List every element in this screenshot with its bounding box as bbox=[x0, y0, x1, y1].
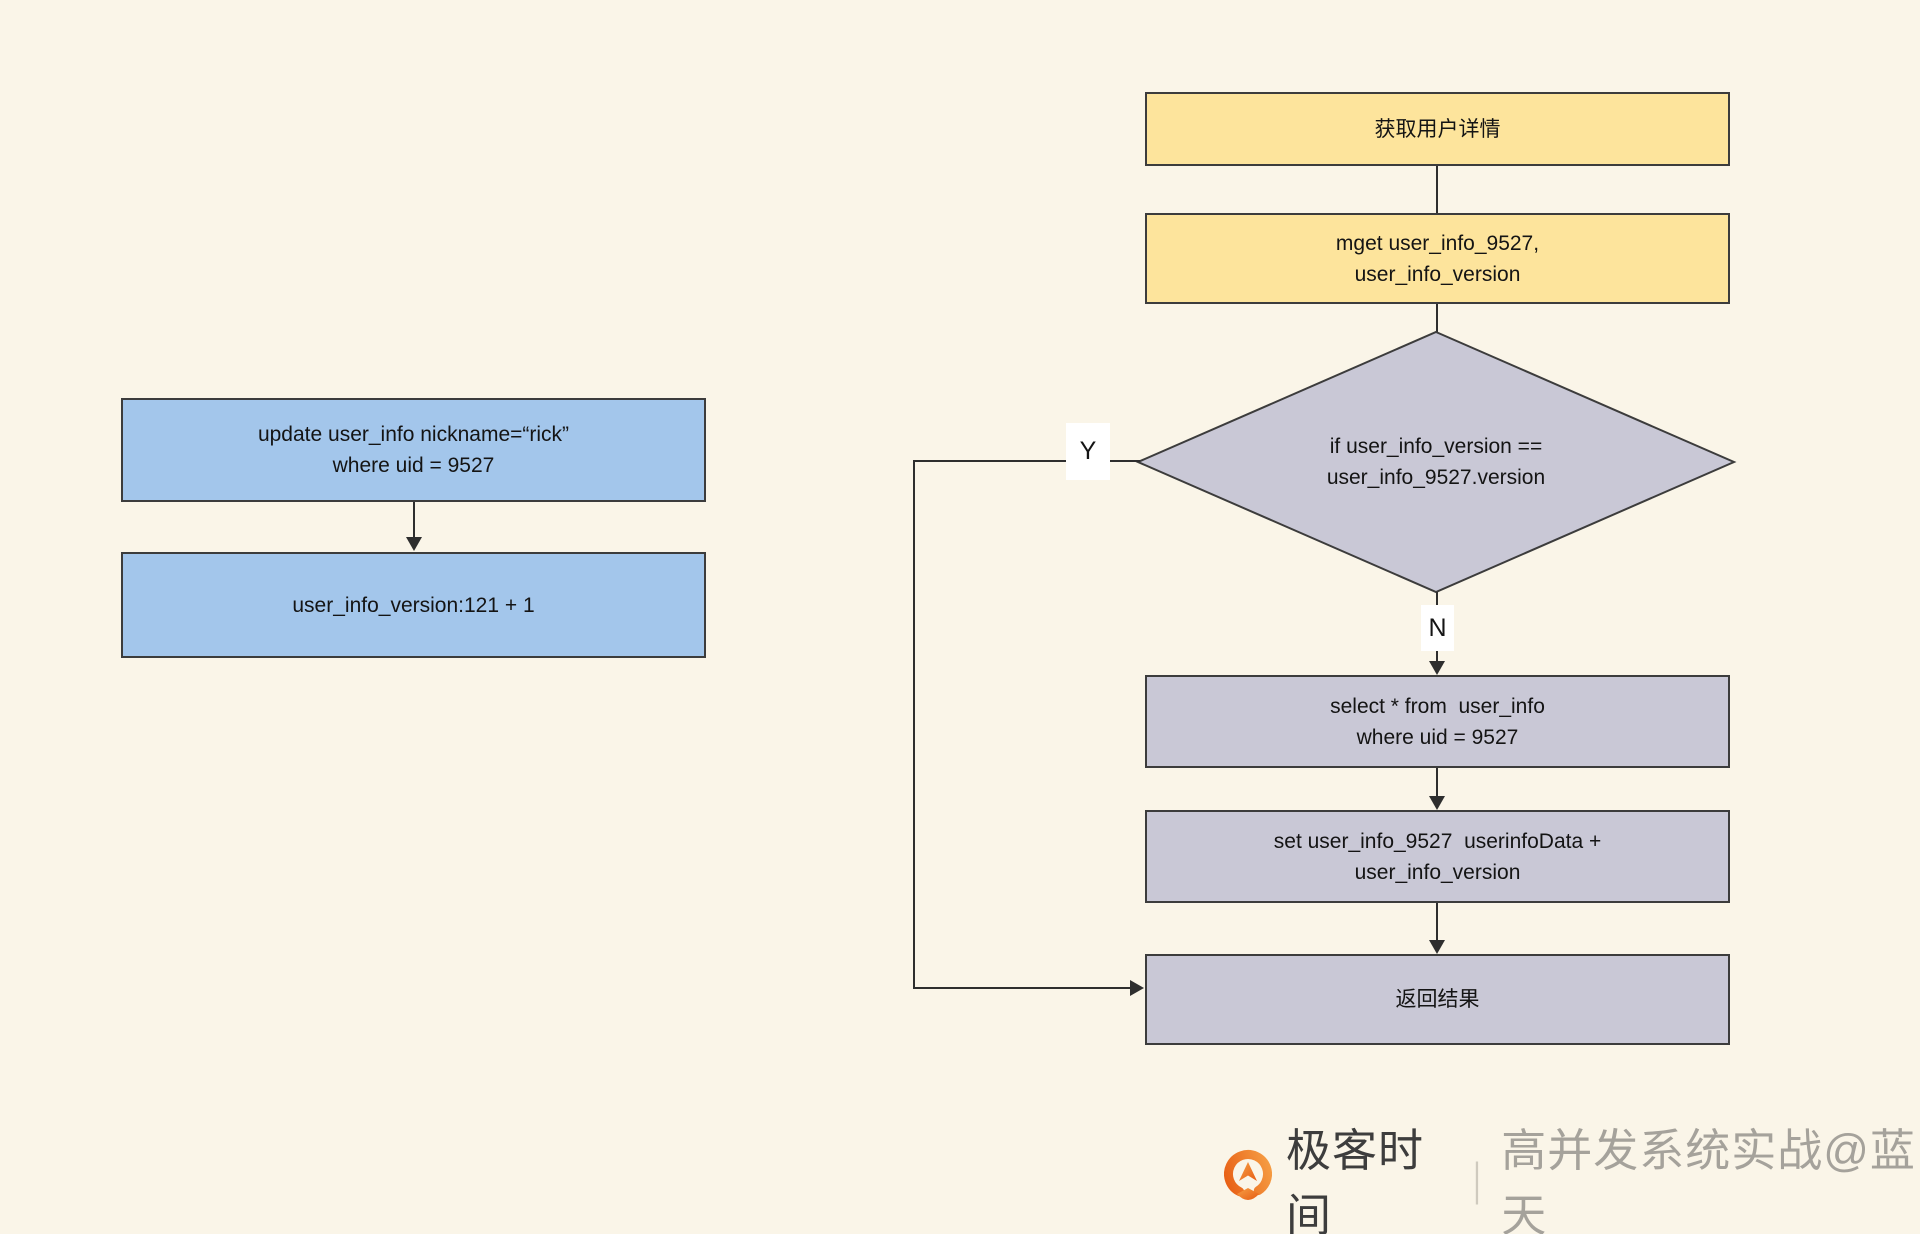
brand-name: 极客时间 bbox=[1286, 1125, 1425, 1234]
arrowhead-set-to-return bbox=[1429, 940, 1445, 954]
select-box: select * from user_info where uid = 9527 bbox=[1145, 675, 1730, 768]
connector-set-to-return bbox=[1436, 903, 1438, 941]
mget-box: mget user_info_9527, user_info_version bbox=[1145, 213, 1730, 304]
connector-yes-to-return bbox=[913, 987, 1131, 989]
return-result-box: 返回结果 bbox=[1145, 954, 1730, 1045]
connector-yes-vertical bbox=[913, 460, 915, 988]
arrowhead-update-to-version bbox=[406, 537, 422, 551]
decision-diamond-label: if user_info_version == user_info_9527.v… bbox=[1326, 435, 1546, 489]
arrowhead-select-to-set bbox=[1429, 796, 1445, 810]
connector-yes-horizontal bbox=[913, 460, 1140, 462]
decision-diamond: if user_info_version == user_info_9527.v… bbox=[1135, 330, 1737, 594]
connector-title-to-mget bbox=[1436, 166, 1438, 213]
connector-mget-to-decision bbox=[1436, 304, 1438, 332]
version-increment-box: user_info_version:121 + 1 bbox=[121, 552, 706, 658]
get-user-detail-box: 获取用户详情 bbox=[1145, 92, 1730, 166]
update-user-info-box: update user_info nickname=“rick” where u… bbox=[121, 398, 706, 502]
no-branch-label: N bbox=[1421, 605, 1454, 651]
footer-watermark: 极客时间 | 高并发系统实战@蓝天 bbox=[1224, 1125, 1920, 1234]
yes-branch-label: Y bbox=[1066, 423, 1110, 480]
arrowhead-yes-to-return bbox=[1130, 980, 1144, 996]
arrowhead-no-to-select bbox=[1429, 661, 1445, 675]
connector-update-to-version bbox=[413, 502, 415, 538]
connector-select-to-set bbox=[1436, 768, 1438, 797]
set-box: set user_info_9527 userinfoData + user_i… bbox=[1145, 810, 1730, 903]
geektime-logo-icon bbox=[1224, 1149, 1272, 1209]
watermark-text: 高并发系统实战@蓝天 bbox=[1501, 1125, 1916, 1234]
footer-separator: | bbox=[1473, 1153, 1481, 1205]
